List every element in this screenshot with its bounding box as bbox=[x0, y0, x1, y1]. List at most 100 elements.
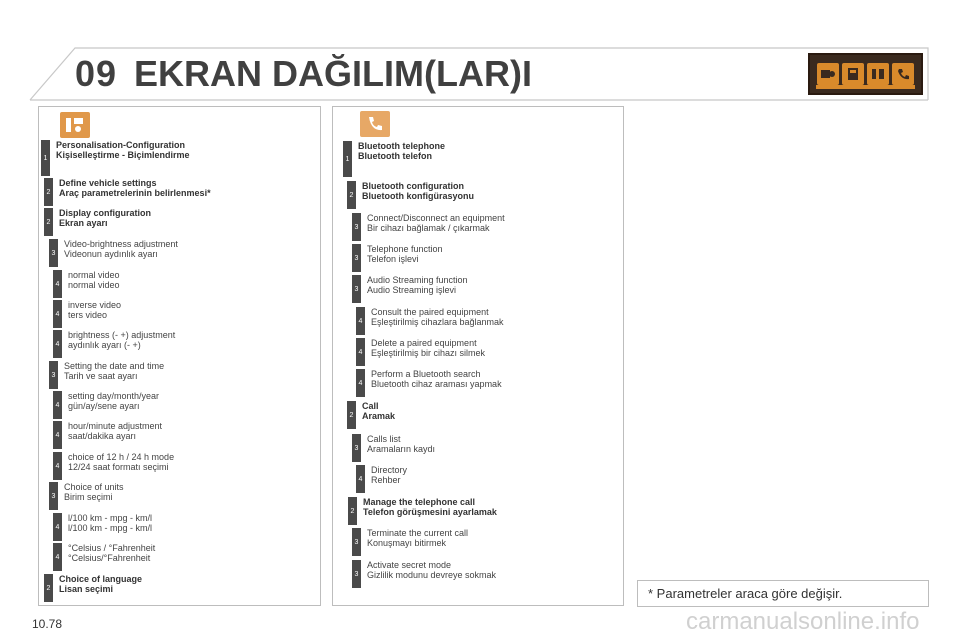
item-label-en: Activate secret mode bbox=[367, 560, 452, 570]
item-label-en: Perform a Bluetooth search bbox=[371, 369, 481, 379]
item-label-en: setting day/month/year bbox=[68, 391, 160, 401]
item-label-en: brightness (- +) adjustment bbox=[68, 330, 176, 340]
level-badge: 2 bbox=[44, 574, 53, 602]
level-badge: 3 bbox=[49, 361, 58, 389]
item-label-tr: Audio Streaming işlevi bbox=[367, 285, 457, 295]
chapter-icons-badge bbox=[808, 53, 923, 95]
chapter-number: 09 bbox=[75, 53, 118, 94]
configuration-icon bbox=[867, 63, 889, 85]
level-badge: 2 bbox=[44, 208, 53, 236]
item-label-en: Delete a paired equipment bbox=[371, 338, 477, 348]
item-label-tr: °Celsius/°Fahrenheit bbox=[68, 553, 151, 563]
item-label-en: Bluetooth telephone bbox=[358, 141, 445, 151]
item-label-tr: Konuşmayı bitirmek bbox=[367, 538, 447, 548]
item-label-en: inverse video bbox=[68, 300, 122, 310]
menu-item-temperature-units: 4 °Celsius / °Fahrenheit°Celsius/°Fahren… bbox=[53, 543, 155, 571]
bluetooth-telephone-icon bbox=[360, 111, 390, 137]
item-label-tr: aydınlık ayarı (- +) bbox=[68, 340, 141, 350]
audio-settings-icon bbox=[817, 63, 839, 85]
item-label-en: hour/minute adjustment bbox=[68, 421, 163, 431]
item-label-en: Terminate the current call bbox=[367, 528, 469, 538]
item-label-en: Personalisation-Configuration bbox=[56, 140, 186, 150]
item-label-en: choice of 12 h / 24 h mode bbox=[68, 452, 175, 462]
item-label-en: Choice of units bbox=[64, 482, 124, 492]
item-label-tr: Lisan seçimi bbox=[59, 584, 114, 594]
item-label-tr: Eşleştirilmiş bir cihazı silmek bbox=[371, 348, 486, 358]
item-label-tr: Telefon işlevi bbox=[367, 254, 419, 264]
level-badge: 3 bbox=[352, 275, 361, 303]
level-badge: 1 bbox=[343, 141, 352, 177]
item-label-tr: Kişiselleştirme - Biçimlendirme bbox=[56, 150, 190, 160]
item-label-en: Audio Streaming function bbox=[367, 275, 468, 285]
header-frame bbox=[29, 47, 929, 101]
item-label-tr: Videonun aydınlık ayarı bbox=[64, 249, 158, 259]
item-label-en: Telephone function bbox=[367, 244, 443, 254]
item-label-tr: Bir cihazı bağlamak / çıkarmak bbox=[367, 223, 490, 233]
level-badge: 2 bbox=[347, 181, 356, 209]
level-badge: 1 bbox=[41, 140, 50, 176]
level-badge: 3 bbox=[49, 239, 58, 267]
configuration-icon bbox=[60, 112, 90, 138]
item-label-en: Setting the date and time bbox=[64, 361, 165, 371]
item-label-en: normal video bbox=[68, 270, 120, 280]
item-label-tr: Bluetooth konfigürasyonu bbox=[362, 191, 474, 201]
level-badge: 4 bbox=[53, 330, 62, 358]
level-badge: 3 bbox=[352, 213, 361, 241]
footnote: * Parametreler araca göre değişir. bbox=[637, 580, 929, 607]
level-badge: 4 bbox=[53, 452, 62, 480]
item-label-tr: Rehber bbox=[371, 475, 401, 485]
level-badge: 4 bbox=[356, 307, 365, 335]
item-label-en: Connect/Disconnect an equipment bbox=[367, 213, 505, 223]
item-label-tr: l/100 km - mpg - km/l bbox=[68, 523, 153, 533]
item-label-tr: Birim seçimi bbox=[64, 492, 113, 502]
level-badge: 4 bbox=[53, 391, 62, 419]
item-label-en: Display configuration bbox=[59, 208, 152, 218]
item-label-en: l/100 km - mpg - km/l bbox=[68, 513, 153, 523]
item-label-en: Bluetooth configuration bbox=[362, 181, 464, 191]
item-label-en: Define vehicle settings bbox=[59, 178, 157, 188]
item-label-en: Video-brightness adjustment bbox=[64, 239, 178, 249]
level-badge: 2 bbox=[348, 497, 357, 525]
level-badge: 4 bbox=[53, 300, 62, 328]
item-label-tr: saat/dakika ayarı bbox=[68, 431, 137, 441]
telephone-icon bbox=[892, 63, 914, 85]
item-label-en: Calls list bbox=[367, 434, 401, 444]
item-label-en: Consult the paired equipment bbox=[371, 307, 489, 317]
item-label-tr: Bluetooth cihaz araması yapmak bbox=[371, 379, 502, 389]
level-badge: 4 bbox=[53, 513, 62, 541]
level-badge: 4 bbox=[53, 543, 62, 571]
level-badge: 4 bbox=[53, 421, 62, 449]
item-label-en: Call bbox=[362, 401, 379, 411]
item-label-en: Manage the telephone call bbox=[363, 497, 476, 507]
level-badge: 3 bbox=[49, 482, 58, 510]
level-badge: 3 bbox=[352, 244, 361, 272]
item-label-tr: Bluetooth telefon bbox=[358, 151, 432, 161]
item-label-tr: ters video bbox=[68, 310, 108, 320]
item-label-tr: Aramak bbox=[362, 411, 396, 421]
page-number: 10.78 bbox=[32, 617, 63, 631]
